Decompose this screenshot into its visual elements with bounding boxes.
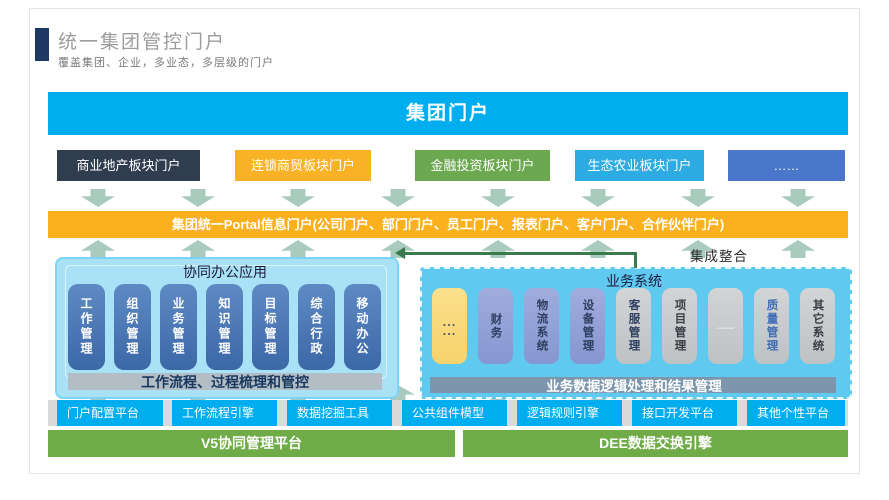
system-logistics: 物流系统 bbox=[524, 288, 559, 364]
down-arrow-icon bbox=[681, 189, 715, 207]
group-portal-banner: 集团门户 bbox=[48, 92, 848, 135]
system-quality-management: 质量管理 bbox=[754, 288, 789, 364]
down-arrow-icon bbox=[181, 189, 215, 207]
tool-logic-rule-engine: 逻辑规则引擎 bbox=[517, 400, 622, 426]
down-arrow-icon bbox=[81, 189, 115, 207]
integration-arrow-head-icon bbox=[395, 247, 405, 259]
integration-arrow-line bbox=[404, 252, 637, 255]
unified-portal-bar: 集团统一Portal信息门户(公司门户、部门门户、员工门户、报表门户、客户门户、… bbox=[48, 211, 848, 238]
integration-label: 集成整合 bbox=[690, 249, 748, 264]
business-footer-strip bbox=[430, 377, 836, 393]
collaboration-module-list: 工作管理 组织管理 业务管理 知识管理 目标管理 综合行政 移动办公 bbox=[68, 284, 382, 370]
module-business-management: 业务管理 bbox=[160, 284, 197, 370]
down-arrow-icon bbox=[381, 189, 415, 207]
tool-interface-dev-platform: 接口开发平台 bbox=[632, 400, 737, 426]
page-title: 统一集团管控门户 bbox=[58, 32, 227, 53]
title-accent-bar bbox=[35, 28, 49, 61]
down-arrow-row bbox=[48, 189, 848, 207]
sector-portal-more: …… bbox=[728, 150, 845, 181]
up-arrow-icon bbox=[281, 240, 315, 258]
module-general-administration: 综合行政 bbox=[298, 284, 335, 370]
integration-arrow-elbow bbox=[634, 252, 637, 268]
module-mobile-office: 移动办公 bbox=[344, 284, 381, 370]
system-project-management: 项目管理 bbox=[662, 288, 697, 364]
business-footer-label: 业务数据逻辑处理和结果管理 bbox=[546, 379, 722, 394]
sector-portal-commercial-real-estate: 商业地产板块门户 bbox=[57, 150, 200, 181]
system-other: 其它系统 bbox=[800, 288, 835, 364]
tool-data-mining: 数据挖掘工具 bbox=[287, 400, 392, 426]
tool-other-custom-platform: 其他个性平台 bbox=[747, 400, 845, 426]
down-arrow-icon bbox=[581, 189, 615, 207]
system-equipment-management: 设备管理 bbox=[570, 288, 605, 364]
page-subtitle: 覆盖集团、企业，多业态，多层级的门户 bbox=[58, 57, 274, 69]
system-ellipsis: ... ... bbox=[432, 288, 467, 364]
system-finance: 财务 bbox=[478, 288, 513, 364]
sector-portal-financial-investment: 金融投资板块门户 bbox=[415, 150, 550, 181]
business-system-list: ... ... 财务 物流系统 设备管理 客服管理 项目管理 ...... 质量… bbox=[432, 288, 836, 364]
tool-portal-config-platform: 门户配置平台 bbox=[57, 400, 163, 426]
system-ellipsis-gray: ...... bbox=[708, 288, 743, 364]
down-arrow-icon bbox=[481, 189, 515, 207]
collaboration-footer-label: 工作流程、过程梳理和管控 bbox=[141, 374, 309, 390]
up-arrow-icon bbox=[181, 240, 215, 258]
tool-workflow-engine: 工作流程引擎 bbox=[172, 400, 277, 426]
up-arrow-icon bbox=[781, 240, 815, 258]
up-arrow-icon bbox=[81, 240, 115, 258]
up-arrow-icon bbox=[581, 240, 615, 258]
module-organization-management: 组织管理 bbox=[114, 284, 151, 370]
module-goal-management: 目标管理 bbox=[252, 284, 289, 370]
business-panel-title: 业务系统 bbox=[606, 273, 662, 289]
collaboration-panel-title: 协同办公应用 bbox=[183, 264, 267, 280]
sector-portal-eco-agriculture: 生态农业板块门户 bbox=[575, 150, 704, 181]
down-arrow-icon bbox=[781, 189, 815, 207]
down-arrow-icon bbox=[281, 189, 315, 207]
module-knowledge-management: 知识管理 bbox=[206, 284, 243, 370]
system-customer-service: 客服管理 bbox=[616, 288, 651, 364]
slide-frame bbox=[29, 8, 860, 474]
dee-data-exchange-engine-bar: DEE数据交换引擎 bbox=[463, 430, 848, 457]
tool-common-component-model: 公共组件模型 bbox=[402, 400, 507, 426]
v5-collaboration-platform-bar: V5协同管理平台 bbox=[48, 430, 455, 457]
up-arrow-icon bbox=[481, 240, 515, 258]
sector-portal-chain-commerce: 连锁商贸板块门户 bbox=[235, 150, 371, 181]
collaboration-footer-strip bbox=[68, 373, 382, 390]
module-work-management: 工作管理 bbox=[68, 284, 105, 370]
